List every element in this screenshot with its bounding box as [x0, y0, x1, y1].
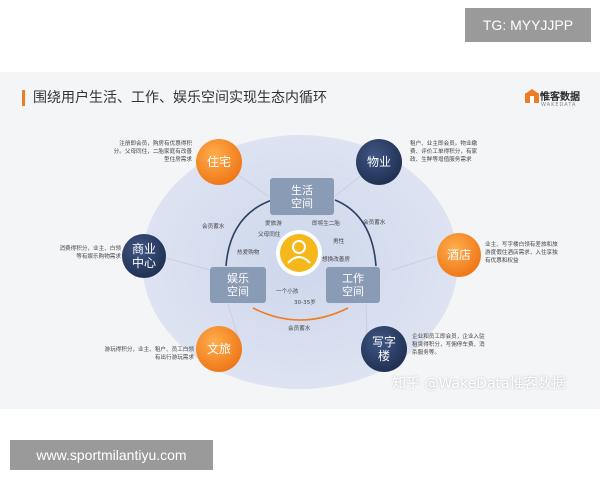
- cycle-arc-right: [334, 199, 377, 267]
- node-zhuzhai-circle: [196, 139, 242, 185]
- box-yule-shape: [210, 267, 266, 303]
- desc-wenlv: 游玩得积分，业主、租户、员工白领有出行游玩需求: [104, 347, 194, 361]
- node-wuye-label: 物业: [366, 155, 391, 169]
- tag-erhai: 即将生二胎: [312, 221, 340, 227]
- box-yule-label: 娱乐空间: [227, 272, 249, 298]
- node-wuye-circle: [356, 139, 402, 185]
- connector-zhuzhai: [237, 174, 269, 197]
- node-shangye-circle: [122, 234, 166, 278]
- node-shangye-label: 商业中心: [131, 242, 156, 270]
- box-gongzuo-shape: [326, 267, 380, 303]
- connector-shangye: [165, 257, 211, 271]
- page-title: 围绕用户生活、工作、娱乐空间实现生态内循环: [33, 90, 327, 106]
- user-icon: [287, 240, 311, 264]
- node-wenlv-label: 文旅: [206, 342, 231, 356]
- node-xiezilou-label: 写字楼: [371, 335, 396, 363]
- brand-logo: 惟客数据 WAKEDATA: [525, 86, 587, 112]
- tag-xianggai: 想换改善房: [322, 257, 350, 263]
- channel-badge: TG: MYYJJPP: [465, 8, 591, 42]
- zhihu-watermark: 知乎 @WakeData惟客数据: [392, 376, 566, 392]
- desc-xiezilou: 企业和员工即会员，企业入驻租赁得积分，写佣停车费、消杀服务等。: [412, 334, 485, 356]
- box-shenghuo-label: 生活空间: [291, 183, 313, 210]
- edge-label-bottom: 会员蓄水: [288, 326, 311, 332]
- node-wenlv-circle: [196, 326, 242, 372]
- site-url-badge: www.sportmilantiyu.com: [10, 440, 213, 470]
- title-accent-bar: [22, 90, 25, 106]
- node-jiudian-label: 酒店: [446, 248, 471, 262]
- cycle-arc-left: [225, 199, 273, 267]
- box-shenghuo-shape: [270, 178, 334, 215]
- tag-nanxing: 男性: [333, 239, 345, 245]
- logo-subtitle: WAKEDATA: [541, 102, 577, 108]
- desc-shangye: 消费得积分，业主、白领等有娱乐购物需求: [59, 246, 121, 260]
- desc-wuye: 租户、业主即会员。物业缴费、评价工单得积分，有家政、生鲜等增值服务需求: [410, 141, 478, 163]
- connector-xiezilou: [365, 303, 368, 338]
- node-jiudian-circle: [437, 233, 481, 277]
- node-zhuzhai-label: 住宅: [206, 155, 231, 169]
- tag-nianling: 30-35岁: [294, 300, 316, 306]
- desc-jiudian: 业主、写字楼白领有差旅和旅游度假住酒店需求，入住享独有优惠和权益: [485, 242, 558, 264]
- tag-aiyou: 爱旅游: [265, 221, 282, 227]
- edge-label-left: 会员蓄水: [202, 224, 225, 230]
- connector-jiudian: [391, 255, 437, 271]
- edge-label-right: 会员蓄水: [363, 220, 386, 226]
- tag-fumu: 父母同住: [258, 232, 281, 238]
- box-gongzuo-label: 工作空间: [342, 272, 364, 298]
- connector-wenlv: [227, 303, 239, 338]
- logo-name: 惟客数据: [540, 92, 580, 103]
- tag-xiaohai: 一个小孩: [276, 289, 299, 295]
- connector-wuye: [334, 174, 363, 197]
- cycle-arc-bottom: [252, 307, 349, 321]
- logo-icon: [525, 89, 539, 103]
- node-xiezilou-circle: [361, 326, 407, 372]
- tag-reai: 热爱购物: [237, 250, 260, 256]
- desc-zhuzhai: 注册即会员，购房有优惠得积分。父母同住，二胎家庭有改善型住房需求: [113, 141, 192, 163]
